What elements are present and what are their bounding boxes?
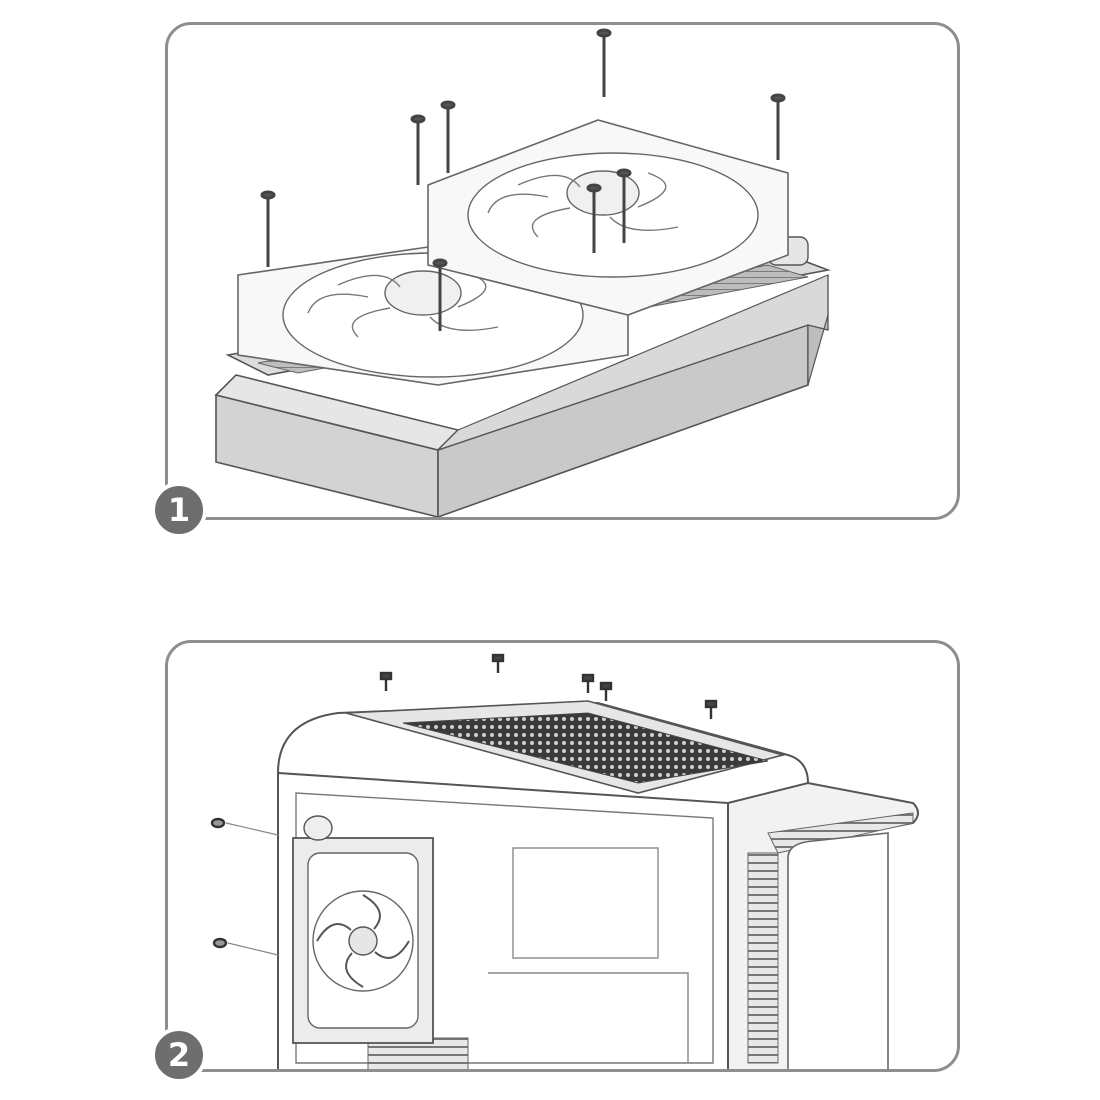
step-2-screws [210,653,718,956]
mounting-screws [260,28,786,331]
step-1-badge: 1 [151,482,207,538]
step-1-panel [165,22,960,520]
top-radiator [345,700,787,794]
step-2-illustration [210,653,919,1069]
step-1-illustration [214,28,831,517]
rear-fan [292,815,434,1044]
step-2-panel [165,640,960,1072]
fan-back [427,119,789,316]
step-2-badge: 2 [151,1027,207,1083]
